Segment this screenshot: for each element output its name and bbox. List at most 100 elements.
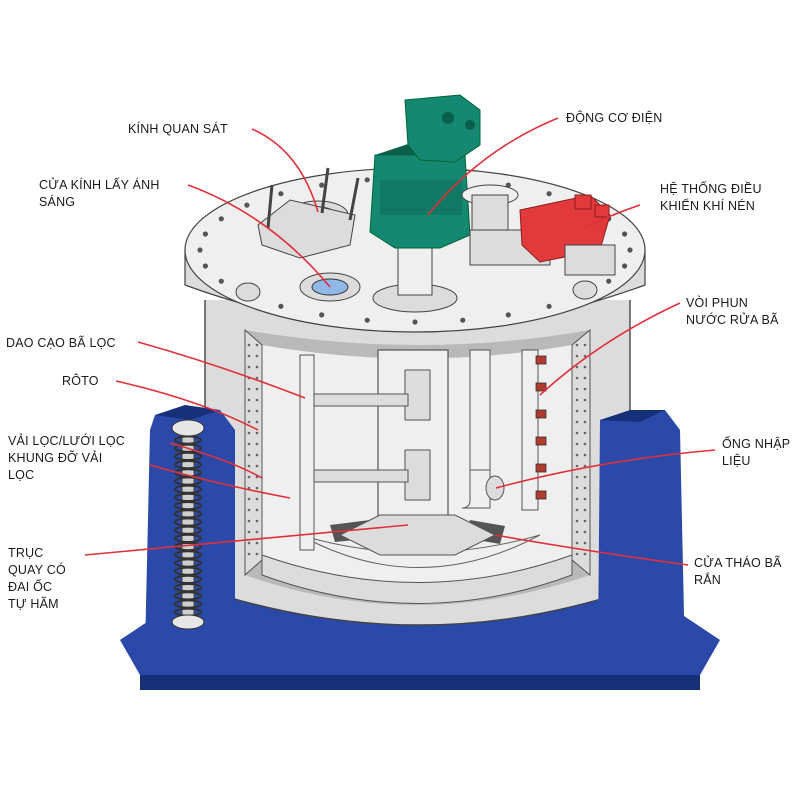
perforation bbox=[247, 453, 251, 457]
label-roto: RÔTO bbox=[62, 373, 99, 390]
rotor-hub-lower bbox=[404, 449, 431, 501]
perforation bbox=[247, 365, 251, 369]
lid-bolt bbox=[364, 177, 370, 183]
lid-bolt bbox=[278, 191, 284, 197]
perforation bbox=[247, 530, 251, 534]
lid-bolt bbox=[622, 263, 628, 269]
nozzle bbox=[535, 463, 547, 473]
label-line: CỬA KÍNH LẤY ÁNH bbox=[39, 178, 160, 192]
perforation bbox=[575, 475, 579, 479]
leader-truc-quay bbox=[84, 524, 409, 556]
scraper-blade bbox=[299, 354, 315, 551]
bowl-bottom-ring bbox=[261, 554, 573, 604]
perforation bbox=[255, 387, 259, 391]
perforation bbox=[575, 431, 579, 435]
leader-dong-co bbox=[427, 117, 559, 216]
leader-vai-loc-2 bbox=[149, 464, 291, 499]
perforation bbox=[583, 497, 587, 501]
leader-dao-cao bbox=[137, 341, 306, 399]
nozzle bbox=[535, 409, 547, 419]
lid-bolt bbox=[606, 278, 612, 284]
basket-perforations bbox=[247, 343, 587, 556]
perforation bbox=[583, 442, 587, 446]
lid-bolt bbox=[278, 303, 284, 309]
perforation bbox=[575, 453, 579, 457]
lid-bolt bbox=[546, 191, 552, 197]
nozzle bbox=[535, 490, 547, 500]
perforation bbox=[247, 398, 251, 402]
perforation bbox=[247, 420, 251, 424]
lug-left bbox=[235, 282, 261, 302]
label-line: RẮN bbox=[694, 573, 721, 587]
spring-coil bbox=[174, 509, 202, 519]
leader-kinh-quan-sat bbox=[251, 128, 319, 213]
perforation bbox=[575, 530, 579, 534]
lid-bolt bbox=[202, 263, 208, 269]
leader-cua-kinh bbox=[187, 184, 331, 288]
perforation bbox=[575, 398, 579, 402]
perforation bbox=[583, 398, 587, 402]
perforation bbox=[583, 343, 587, 347]
pneumatic-cylinder bbox=[564, 244, 616, 276]
perforation bbox=[255, 442, 259, 446]
basket-wall-right bbox=[571, 328, 591, 577]
perforation bbox=[255, 354, 259, 358]
frame-base-front bbox=[140, 675, 700, 690]
perforation bbox=[575, 464, 579, 468]
clamp-rod-1 bbox=[266, 184, 274, 229]
lid-bolt bbox=[460, 317, 466, 323]
lid-bolt bbox=[364, 317, 370, 323]
perforation bbox=[583, 354, 587, 358]
wash-nozzle-pipe bbox=[521, 349, 539, 511]
pneumatic-valve-2 bbox=[594, 204, 610, 218]
perforation bbox=[255, 365, 259, 369]
feed-pipe-vertical bbox=[469, 349, 491, 486]
perforation bbox=[247, 431, 251, 435]
label-line: LIỆU bbox=[722, 454, 751, 468]
perforation bbox=[247, 508, 251, 512]
feed-pipe-outlet bbox=[485, 475, 505, 501]
perforation bbox=[255, 420, 259, 424]
lid-bolt bbox=[197, 247, 203, 253]
label-dong-co-dien: ĐỘNG CƠ ĐIỆN bbox=[566, 110, 662, 127]
pneumatic-valve-1 bbox=[574, 194, 592, 210]
scraper-arm-upper bbox=[311, 393, 409, 407]
perforation bbox=[583, 508, 587, 512]
label-line: CỬA THÁO BÃ bbox=[694, 556, 782, 570]
perforation bbox=[247, 442, 251, 446]
perforation bbox=[247, 343, 251, 347]
perforation bbox=[575, 552, 579, 556]
perforation bbox=[255, 508, 259, 512]
perforation bbox=[583, 552, 587, 556]
label-line: VÒI PHUN bbox=[686, 296, 749, 310]
perforation bbox=[583, 519, 587, 523]
lid-bolt bbox=[412, 319, 418, 325]
perforation bbox=[583, 365, 587, 369]
perforation bbox=[247, 387, 251, 391]
lid-bolt bbox=[319, 182, 325, 188]
wash-nozzles bbox=[535, 355, 547, 500]
lid-bolt bbox=[218, 278, 224, 284]
perforation bbox=[575, 486, 579, 490]
label-line: NƯỚC RỬA BÃ bbox=[686, 313, 779, 327]
column-right bbox=[598, 410, 685, 668]
perforation bbox=[247, 497, 251, 501]
perforation bbox=[575, 387, 579, 391]
clamp-rod-2 bbox=[320, 167, 330, 214]
lid-bolt bbox=[244, 202, 250, 208]
perforation bbox=[583, 387, 587, 391]
spring-shaft bbox=[171, 419, 205, 630]
label-line: LỌC bbox=[8, 468, 35, 482]
perforation bbox=[255, 497, 259, 501]
pneumatic-system bbox=[461, 184, 616, 276]
perforation bbox=[255, 453, 259, 457]
perforation bbox=[583, 420, 587, 424]
lid-bolt bbox=[627, 247, 633, 253]
perforation bbox=[255, 519, 259, 523]
label-cua-thao-ba-ran: CỬA THÁO BÃ RẮN bbox=[694, 555, 782, 589]
nozzle bbox=[535, 436, 547, 446]
lid-bolt bbox=[622, 231, 628, 237]
